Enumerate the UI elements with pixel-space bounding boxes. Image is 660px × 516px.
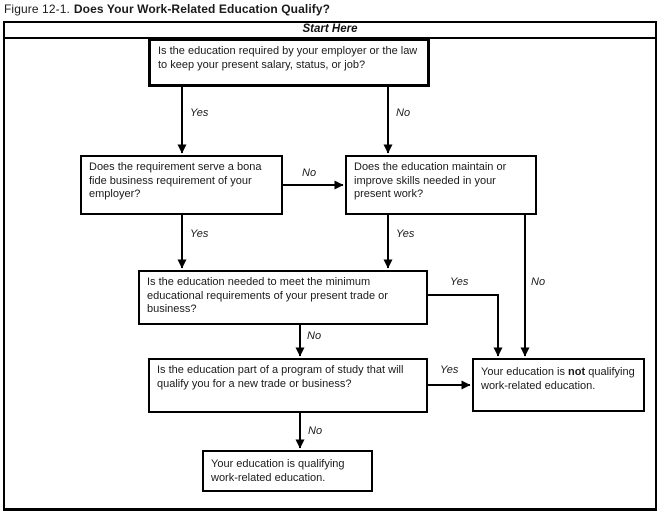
edge-label-q5-yes: Yes xyxy=(440,364,459,376)
edge-label-q1-no: No xyxy=(396,107,411,119)
figure-title-text: Does Your Work-Related Education Qualify… xyxy=(73,2,331,16)
flowchart-frame xyxy=(3,21,657,511)
node-q1-education-required: Is the education required by your employ… xyxy=(148,38,430,87)
edge-label-q4-yes: Yes xyxy=(450,276,469,288)
edge-label-q4-no: No xyxy=(307,330,322,342)
figure-title: Figure 12-1.Does Your Work-Related Educa… xyxy=(4,2,330,16)
edge-label-q3-no: No xyxy=(531,276,546,288)
node-q5-new-trade-program: Is the education part of a program of st… xyxy=(148,358,428,413)
edge-label-q1-yes: Yes xyxy=(190,107,209,119)
node-q4-minimum-requirements: Is the education needed to meet the mini… xyxy=(138,270,428,325)
edge-label-q2-yes: Yes xyxy=(190,228,209,240)
not-qualifying-emphasis: not xyxy=(568,366,586,378)
not-qualifying-text-pre: Your education is xyxy=(481,366,569,378)
figure-number: Figure 12-1. xyxy=(4,2,70,16)
not-qualifying-text-post: qualifying work-related education. xyxy=(481,366,635,392)
start-here-label: Start Here xyxy=(3,23,657,39)
edge-label-q2-no: No xyxy=(302,167,317,179)
node-q2-bona-fide-requirement: Does the requirement serve a bona fide b… xyxy=(80,155,283,215)
node-result-not-qualifying: Your education is not qualifying work-re… xyxy=(472,358,645,412)
node-result-qualifying: Your education is qualifying work-relate… xyxy=(202,450,373,492)
edge-label-q3-yes: Yes xyxy=(396,228,415,240)
edge-label-q5-no: No xyxy=(308,425,323,437)
node-q3-maintain-improve-skills: Does the education maintain or improve s… xyxy=(345,155,537,215)
